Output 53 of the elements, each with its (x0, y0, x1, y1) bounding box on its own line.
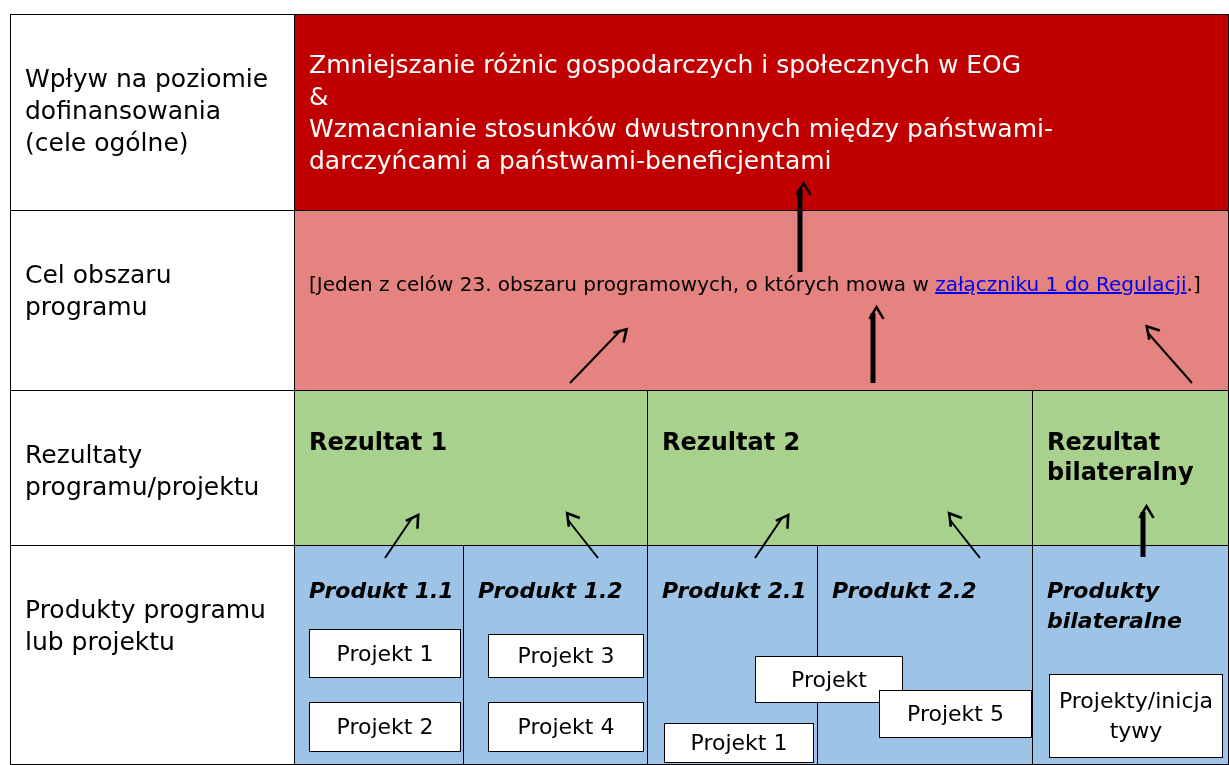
result-panel (647, 390, 1033, 546)
result-panel (1032, 390, 1229, 546)
output-title: Produkt 2.1 (662, 577, 808, 605)
project-label: Projekt (791, 665, 867, 694)
project-label: Projekt 3 (517, 642, 615, 670)
project-label: Projekt 1 (690, 729, 788, 757)
result-title: Rezultat 1 (309, 427, 449, 457)
goal-panel (294, 210, 1229, 391)
arrow (868, 306, 885, 383)
output-title: Produkt 1.2 (478, 577, 624, 605)
objective-text: & (309, 81, 330, 113)
output-panel (294, 545, 464, 765)
output-panel (1032, 545, 1229, 765)
project-label: Projekt 4 (517, 713, 615, 741)
goal-text: [Jeden z celów 23. obszaru programowych, o których mowa w (309, 272, 929, 296)
row-heading-text: Rezultaty programu/projektu (25, 439, 261, 503)
arrow (384, 514, 419, 559)
project-box (309, 702, 461, 752)
row-heading-text: Cel obszaru programu (25, 259, 173, 323)
project-box (879, 690, 1032, 738)
project-box (309, 629, 461, 678)
project-box (488, 634, 644, 678)
objective-text: Zmniejszanie różnic gospodarczych i społecznych w EOG (309, 49, 1023, 81)
goal-text: .] (1186, 272, 1201, 296)
objective-text: Wzmacnianie stosunków dwustronnych między państwami-darczyńcami a państwami-beneficjentami (309, 113, 1054, 177)
objective-panel (294, 14, 1229, 211)
arrow (569, 328, 628, 384)
arrow (795, 182, 812, 272)
project-box (664, 723, 814, 763)
output-title: Produkt 1.1 (309, 577, 455, 605)
output-panel (463, 545, 648, 765)
row-heading (10, 14, 295, 211)
project-label: Projekt 5 (907, 700, 1004, 728)
arrow (948, 512, 981, 559)
project-label: Projekty/inicjatywy (1057, 687, 1215, 745)
project-label: Projekt 1 (336, 639, 434, 668)
project-box (755, 656, 903, 703)
arrow (1138, 505, 1155, 557)
row-heading (10, 545, 295, 765)
output-title: Produkty bilateralne (1047, 577, 1183, 635)
arrow (566, 512, 599, 559)
project-label: Projekt 2 (336, 713, 434, 741)
arrow (1146, 325, 1193, 384)
result-title: Rezultat 2 (662, 427, 802, 457)
result-panel (294, 390, 648, 546)
output-title: Produkt 2.2 (832, 577, 978, 605)
result-title: Rezultat bilateralny (1047, 427, 1195, 487)
project-box (488, 702, 644, 752)
regulation-link: załączniku 1 do Regulacji (935, 272, 1187, 296)
row-heading-text: Produkty programu lub projektu (25, 594, 267, 658)
row-heading-text: Wpływ na poziomie dofinansowania (cele ogólne) (25, 63, 270, 159)
project-box (1049, 674, 1223, 758)
arrow (754, 514, 789, 559)
